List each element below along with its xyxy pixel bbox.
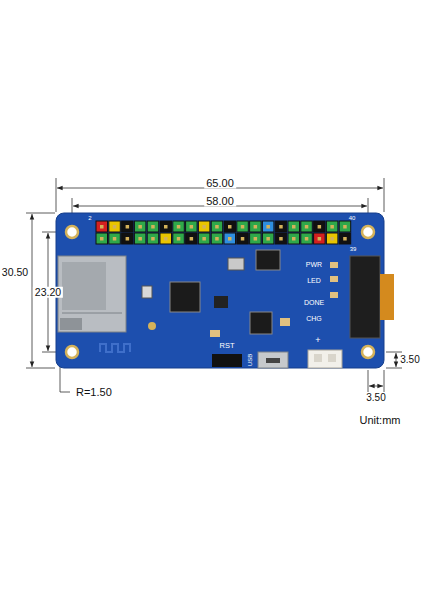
- dimension-value: 23.20: [33, 287, 63, 298]
- dimension-lines: [26, 178, 402, 392]
- pin-header: [96, 221, 351, 244]
- dimension-value: 58.00: [204, 196, 236, 207]
- silk-label: USB: [247, 354, 253, 366]
- micro-usb-opening: [266, 358, 280, 363]
- ic-chips: [100, 250, 338, 352]
- fpc-latch: [380, 274, 394, 320]
- unit-note: Unit:mm: [358, 415, 403, 426]
- silk-label: CHG: [306, 315, 322, 322]
- radius-note: R=1.50: [74, 387, 114, 398]
- silk-label: DONE: [304, 299, 324, 306]
- pin-number: 2: [88, 215, 91, 221]
- dimension-value: 65.00: [204, 178, 236, 189]
- sd-card-slot: [58, 256, 126, 332]
- fpc-connector: [350, 256, 380, 338]
- pin-number: 39: [350, 246, 357, 252]
- dimension-value: 3.50: [398, 355, 421, 365]
- silk-label: RST: [220, 342, 235, 350]
- jst-battery-connector: [308, 350, 342, 368]
- silk-label: PWR: [306, 261, 322, 268]
- micro-usb-connector: [258, 352, 288, 368]
- dimension-value: 3.50: [364, 393, 387, 403]
- pcb-board: [56, 213, 384, 368]
- silk-label: LED: [307, 277, 321, 284]
- silk-label: +: [315, 336, 320, 345]
- reset-button: [212, 354, 242, 367]
- pin-number: 40: [349, 215, 356, 221]
- dimension-value: 30.50: [0, 267, 30, 278]
